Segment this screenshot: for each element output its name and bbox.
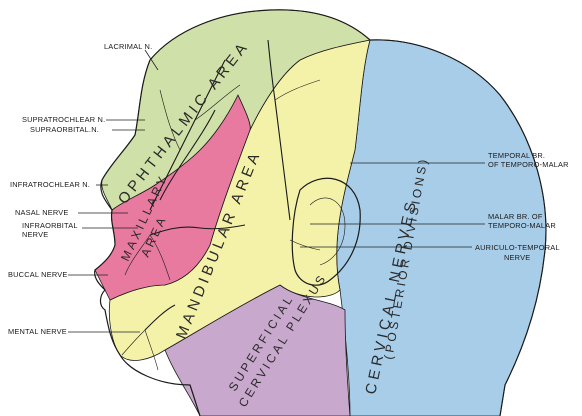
label-malar-line2: TEMPORO-MALAR xyxy=(488,221,556,230)
ear-inner xyxy=(309,197,346,266)
label-malar-line1: MALAR BR. OF xyxy=(488,212,543,221)
label-temporal-line1: TEMPORAL BR. xyxy=(488,151,545,160)
face-profile xyxy=(94,59,201,416)
label-auriculo-line2: NERVE xyxy=(504,253,530,262)
label-lacrimal: LACRIMAL N. xyxy=(104,42,152,51)
label-buccal: BUCCAL NERVE xyxy=(8,270,68,279)
nerve-branches xyxy=(121,39,321,371)
label-infraorbital-line2: NERVE xyxy=(22,230,48,239)
label-supratrochlear: SUPRATROCHLEAR N. xyxy=(22,115,105,124)
label-auriculo-line1: AURICULO-TEMPORAL xyxy=(475,243,560,252)
label-temporal-line2: OF TEMPORO-MALAR xyxy=(488,160,569,169)
head-outline xyxy=(149,9,547,416)
label-mental: MENTAL NERVE xyxy=(8,327,67,336)
leader-lines xyxy=(68,49,485,333)
label-infraorbital-line1: INFRAORBITAL xyxy=(22,221,78,230)
label-nasal: NASAL NERVE xyxy=(15,208,69,217)
label-infratrochlear: INFRATROCHLEAR N. xyxy=(10,180,90,189)
label-supraorbital: SUPRAORBITAL.N. xyxy=(30,125,99,134)
ear xyxy=(291,177,361,286)
